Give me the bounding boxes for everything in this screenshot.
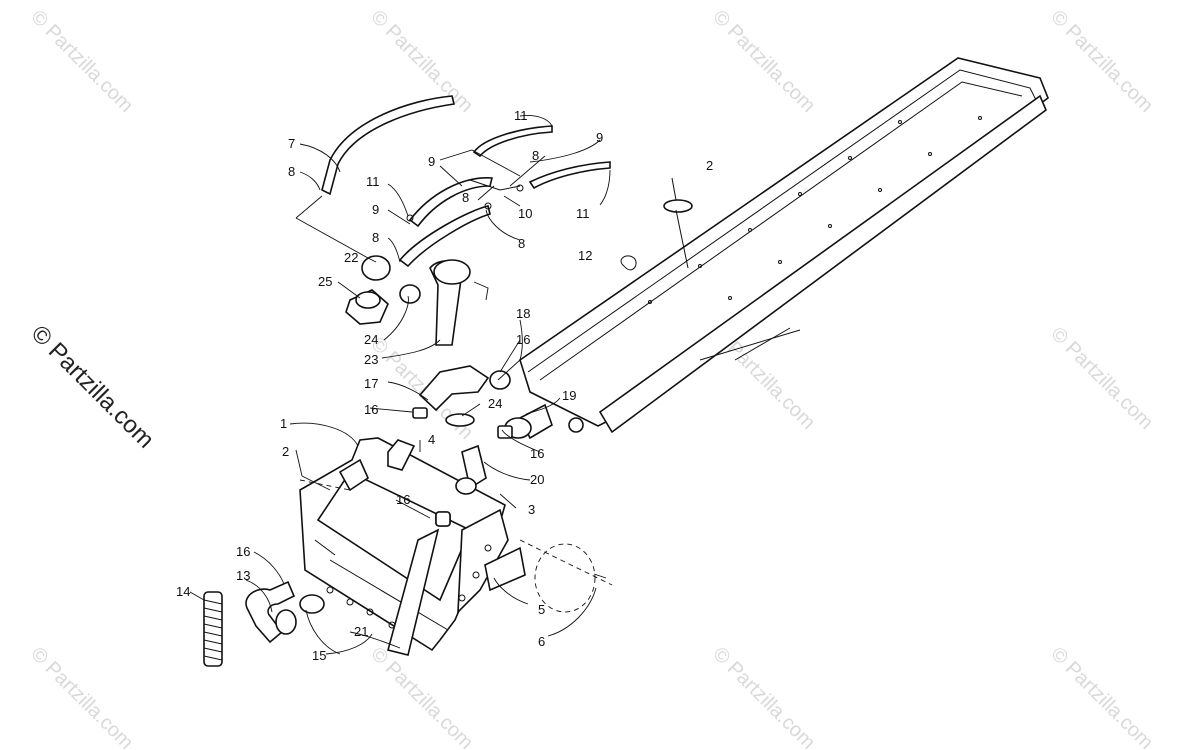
heat-exchanger-rail — [519, 57, 1049, 434]
callout-8: 8 — [518, 236, 525, 251]
callout-labels: 7 8 11 9 9 8 2 11 8 10 11 9 8 8 12 22 25… — [176, 108, 713, 663]
callout-2: 2 — [706, 158, 713, 173]
watermark: © Partzilla.com — [26, 643, 137, 750]
callout-17: 17 — [364, 376, 378, 391]
watermark: © Partzilla.com — [26, 6, 137, 117]
callout-7: 7 — [288, 136, 295, 151]
callout-21: 21 — [354, 624, 368, 639]
callout-1: 1 — [280, 416, 287, 431]
callout-16: 16 — [236, 544, 250, 559]
watermark: © Partzilla.com — [708, 643, 819, 750]
callout-5: 5 — [538, 602, 545, 617]
lower-hoses — [203, 511, 451, 667]
mount-bracket — [484, 539, 613, 613]
leader-lines — [189, 115, 611, 655]
clamps-caps — [620, 177, 693, 271]
callout-11: 11 — [514, 108, 528, 123]
callout-4: 4 — [428, 432, 435, 447]
callout-16: 16 — [396, 492, 410, 507]
watermark: © Partzilla.com — [1046, 643, 1157, 750]
watermark: © Partzilla.com — [1046, 323, 1157, 434]
callout-9: 9 — [372, 202, 379, 217]
callout-9: 9 — [428, 154, 435, 169]
upper-hoses — [387, 259, 584, 527]
callout-11: 11 — [576, 206, 590, 221]
side-watermark: © Partzilla.com — [26, 320, 159, 453]
watermark: © Partzilla.com — [708, 6, 819, 117]
callout-16: 16 — [364, 402, 378, 417]
watermark: © Partzilla.com — [366, 643, 477, 750]
watermark: © Partzilla.com — [1046, 6, 1157, 117]
callout-14: 14 — [176, 584, 190, 599]
callout-11: 11 — [366, 174, 380, 189]
callout-18: 18 — [516, 306, 530, 321]
filler-neck-cap — [345, 255, 421, 325]
callout-24: 24 — [488, 396, 502, 411]
callout-16: 16 — [516, 332, 530, 347]
callout-24: 24 — [364, 332, 378, 347]
callout-13: 13 — [236, 568, 250, 583]
callout-8: 8 — [372, 230, 379, 245]
callout-8: 8 — [288, 164, 295, 179]
callout-6: 6 — [538, 634, 545, 649]
callout-9: 9 — [596, 130, 603, 145]
callout-16: 16 — [530, 446, 544, 461]
callout-22: 22 — [344, 250, 358, 265]
callout-8: 8 — [462, 190, 469, 205]
callout-23: 23 — [364, 352, 378, 367]
callout-19: 19 — [562, 388, 576, 403]
vent-hoses — [321, 95, 611, 268]
callout-2: 2 — [282, 444, 289, 459]
callout-20: 20 — [530, 472, 544, 487]
callout-10: 10 — [518, 206, 532, 221]
radiator — [299, 437, 509, 652]
callout-8: 8 — [532, 148, 539, 163]
callout-12: 12 — [578, 248, 592, 263]
callout-15: 15 — [312, 648, 326, 663]
callout-25: 25 — [318, 274, 332, 289]
callout-3: 3 — [528, 502, 535, 517]
